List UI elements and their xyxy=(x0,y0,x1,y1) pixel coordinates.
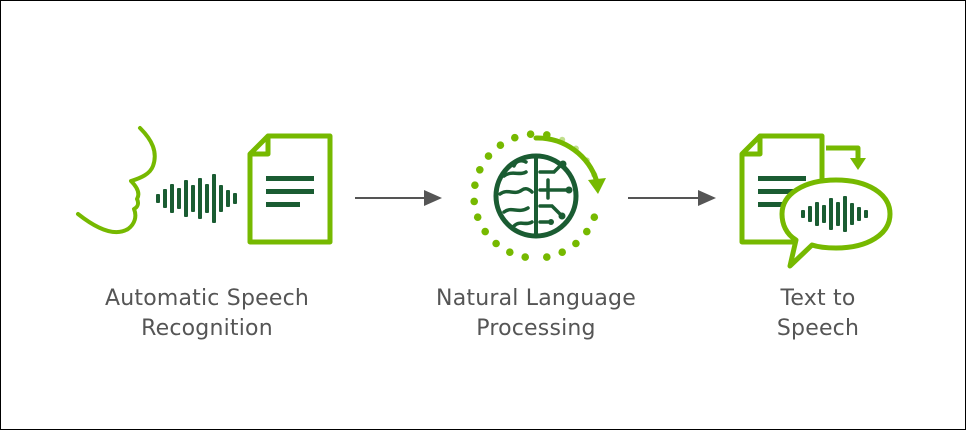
nlp-icon-group xyxy=(470,130,606,261)
cycle-dot xyxy=(476,166,484,174)
cycle-dot xyxy=(471,181,479,189)
sound-wave-icon xyxy=(801,196,868,232)
cycle-dot xyxy=(492,239,500,248)
cycle-dot xyxy=(511,133,519,142)
asr-label: Automatic Speech Recognition xyxy=(57,284,357,344)
return-arrow-icon xyxy=(826,145,861,160)
nlp-label-line1: Natural Language xyxy=(436,286,636,311)
cycle-dots-icon xyxy=(470,130,599,261)
tts-icon-group xyxy=(739,133,893,269)
cycle-dot xyxy=(481,227,490,236)
cycle-dot xyxy=(583,227,591,236)
nlp-label: Natural Language Processing xyxy=(386,284,686,344)
tts-label-line2: Speech xyxy=(776,316,860,341)
nlp-label-line2: Processing xyxy=(476,316,596,341)
asr-label-line2: Recognition xyxy=(141,316,273,341)
cycle-dot xyxy=(572,239,580,248)
sound-wave-icon xyxy=(156,174,237,223)
cycle-arrow-icon xyxy=(533,135,600,185)
cycle-dot xyxy=(470,197,479,206)
tts-label: Text to Speech xyxy=(668,284,966,344)
asr-icon-group xyxy=(76,126,333,245)
cycle-dot xyxy=(521,253,529,261)
cycle-dot xyxy=(590,213,599,221)
cycle-dot xyxy=(496,141,505,149)
cycle-dot xyxy=(484,152,493,160)
asr-label-line1: Automatic Speech xyxy=(104,286,310,311)
face-profile-icon xyxy=(76,126,157,235)
cycle-dot xyxy=(526,130,535,138)
cycle-dot xyxy=(543,253,551,261)
brain-circuit-icon xyxy=(493,153,579,239)
cycle-dot xyxy=(506,248,514,256)
tts-label-line1: Text to xyxy=(780,286,856,311)
document-icon xyxy=(247,133,333,245)
cycle-dot xyxy=(558,248,566,256)
cycle-dot xyxy=(473,213,482,221)
